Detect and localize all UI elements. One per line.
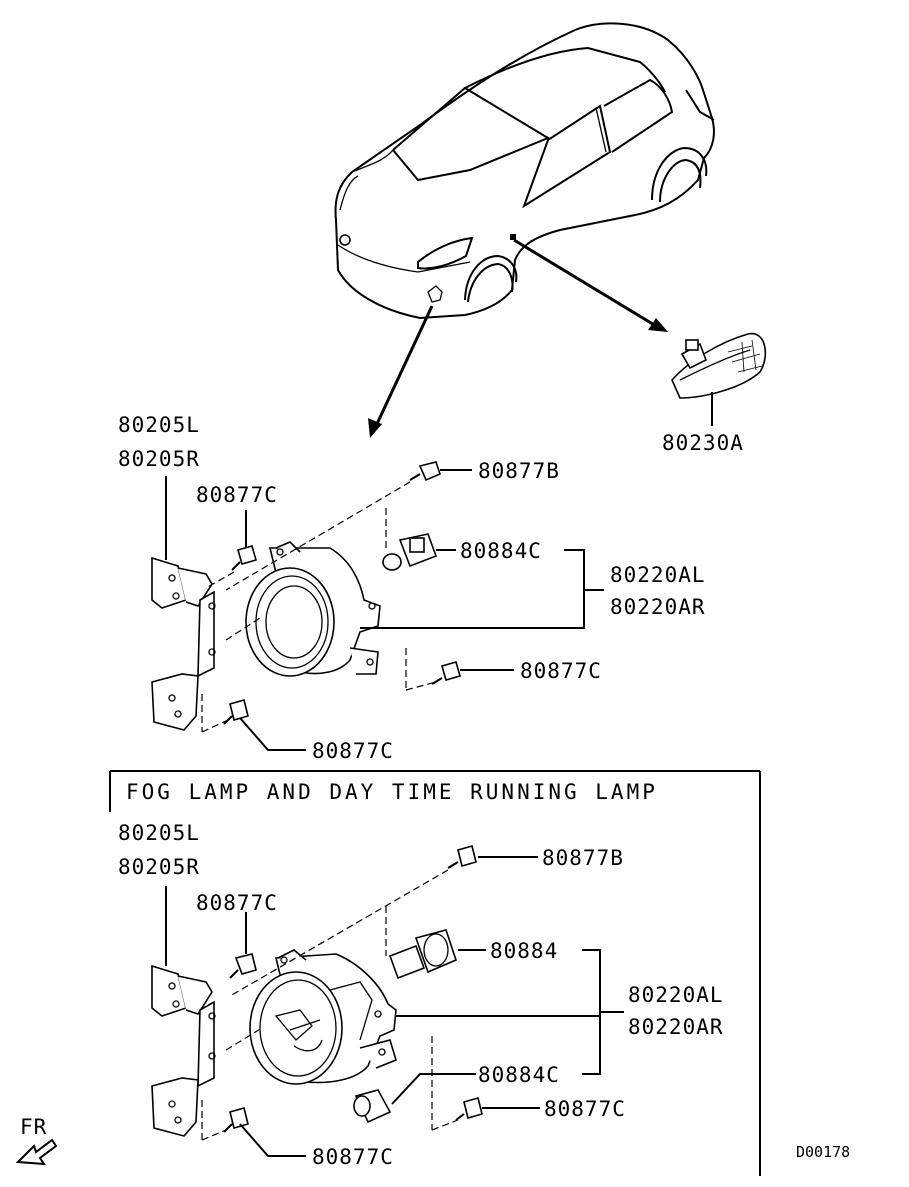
label-lower-bolt-right: 80877C xyxy=(544,1097,626,1121)
bolt-icon xyxy=(455,1097,483,1121)
car-illustration xyxy=(334,22,715,320)
section-frame xyxy=(109,770,761,1176)
label-upper-lamp-l: 80220AL xyxy=(610,563,706,587)
lower-assembly xyxy=(151,845,624,1157)
upper-assembly xyxy=(151,461,604,751)
label-upper-bolt-bottom: 80877C xyxy=(312,739,394,763)
label-lower-lamp-r: 80220AR xyxy=(628,1015,724,1039)
label-lower-bolt-top: 80877B xyxy=(542,846,624,870)
bolt-icon xyxy=(223,1107,249,1133)
label-lower-lamp-l: 80220AL xyxy=(628,983,724,1007)
label-lower-bolt-bottom: 80877C xyxy=(312,1145,394,1169)
label-lower-bulb-drl: 80884C xyxy=(478,1063,560,1087)
label-upper-bracket-l: 80205L xyxy=(118,413,200,437)
label-upper-lamp-r: 80220AR xyxy=(610,595,706,619)
label-lower-bolt-bracket: 80877C xyxy=(196,891,278,915)
bolt-icon xyxy=(431,661,461,685)
label-upper-bracket-r: 80205R xyxy=(118,447,200,471)
diagram-code: D00178 xyxy=(796,1143,850,1161)
bolt-icon xyxy=(409,461,441,482)
label-upper-bulb: 80884C xyxy=(460,539,542,563)
label-lower-bulb: 80884 xyxy=(490,939,558,963)
label-side-lamp: 80230A xyxy=(662,431,744,455)
section-title: FOG LAMP AND DAY TIME RUNNING LAMP xyxy=(126,780,658,804)
bolt-icon xyxy=(231,545,257,571)
label-lower-bracket-r: 80205R xyxy=(118,855,200,879)
leader-arrows xyxy=(368,238,668,438)
label-upper-bolt-right: 80877C xyxy=(520,659,602,683)
bolt-icon xyxy=(229,953,257,979)
label-lower-bracket-l: 80205L xyxy=(118,821,200,845)
front-direction-arrow-icon xyxy=(15,1138,58,1166)
side-turn-lamp xyxy=(671,333,767,426)
label-upper-bolt-bracket: 80877C xyxy=(196,483,278,507)
bolt-icon xyxy=(447,845,477,869)
direction-label: FR xyxy=(20,1115,47,1139)
label-upper-bolt-top: 80877B xyxy=(478,459,560,483)
